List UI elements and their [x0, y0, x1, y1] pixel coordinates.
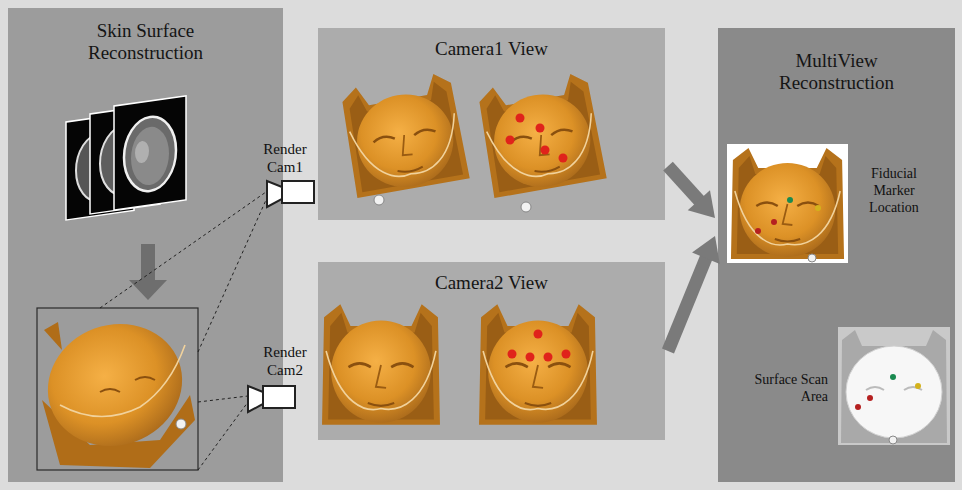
panel-title: Camera1 View [342, 28, 642, 60]
head-model [31, 305, 200, 468]
camera-label: Render Cam2 [255, 343, 315, 379]
head-render [731, 148, 844, 259]
flow-arrow [668, 166, 715, 218]
panel: Camera2 View [318, 262, 665, 440]
ct-slices [66, 96, 186, 220]
scan-area [841, 330, 947, 444]
arrow-head [688, 190, 715, 218]
image-caption: Surface Scan Area [736, 371, 828, 405]
head-render [322, 304, 440, 425]
panel: Camera1 View [318, 28, 665, 220]
marker-ball [521, 202, 531, 212]
head-render [479, 304, 597, 425]
marker-ball [374, 195, 384, 205]
image-caption: Fiducial Marker Location [858, 165, 930, 216]
fiducial-dots [506, 114, 568, 163]
down-arrow [129, 244, 167, 300]
result-image [727, 144, 848, 263]
camera-label: Render Cam1 [255, 140, 315, 176]
panel-title: Camera2 View [342, 262, 642, 294]
camera-icon [267, 181, 314, 207]
head-render [475, 71, 606, 198]
panel-title: MultiView Reconstruction [762, 28, 912, 94]
fiducial-dots [508, 330, 571, 362]
camera-icon [248, 386, 295, 412]
head-render [338, 71, 469, 198]
arrow-shaft [668, 166, 700, 201]
fiducial-dots [755, 197, 821, 234]
marker-ball [808, 254, 816, 262]
flow-arrow [668, 236, 720, 351]
multiview-results [718, 28, 955, 482]
arrow-head [692, 236, 720, 264]
result-image [838, 327, 950, 445]
panel: MultiView ReconstructionFiducial Marker … [718, 28, 955, 482]
panel-title: Skin Surface Reconstruction [66, 8, 226, 64]
arrow-shaft [668, 256, 707, 351]
